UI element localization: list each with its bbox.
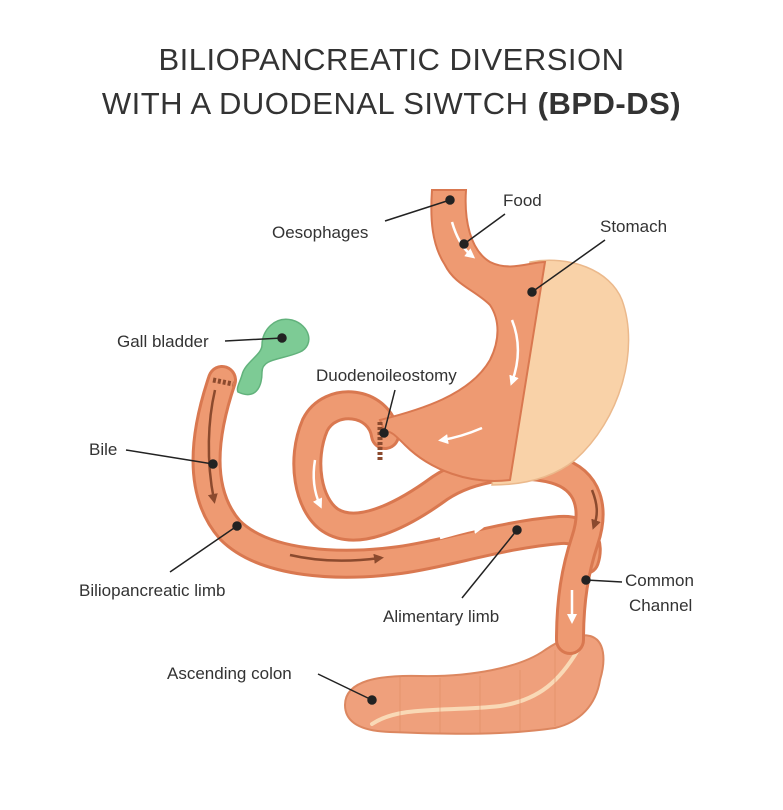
- label-alimentary-limb: Alimentary limb: [383, 607, 500, 626]
- label-oesophages: Oesophages: [272, 223, 369, 242]
- alimentary-limb: [292, 390, 605, 655]
- biliopancreatic-limb: [191, 365, 602, 579]
- ascending-colon: [343, 634, 605, 735]
- title-line-1: BILIOPANCREATIC DIVERSION: [158, 42, 625, 77]
- label-duodenoileostomy: Duodenoileostomy: [316, 366, 457, 385]
- label-common-channel-line2: Channel: [629, 596, 693, 615]
- label-gall-bladder: Gall bladder: [117, 332, 209, 351]
- diagram-title: BILIOPANCREATIC DIVERSION WITH A DUODENA…: [0, 38, 783, 126]
- leader-lines: [125, 195, 623, 705]
- label-food: Food: [503, 191, 542, 210]
- title-abbreviation: (BPD-DS): [537, 86, 682, 121]
- title-line-2-text: WITH A DUODENAL SIWTCH: [101, 86, 538, 121]
- gall-bladder: [236, 318, 310, 396]
- label-biliopancreatic-limb: Biliopancreatic limb: [79, 581, 226, 600]
- label-stomach: Stomach: [600, 217, 668, 236]
- label-bile: Bile: [89, 440, 118, 459]
- title-line-2: WITH A DUODENAL SIWTCH (BPD-DS): [0, 82, 783, 126]
- label-ascending-colon: Ascending colon: [167, 664, 292, 683]
- label-common-channel-line1: Common: [625, 571, 694, 590]
- common-channel-arrow: [590, 489, 601, 530]
